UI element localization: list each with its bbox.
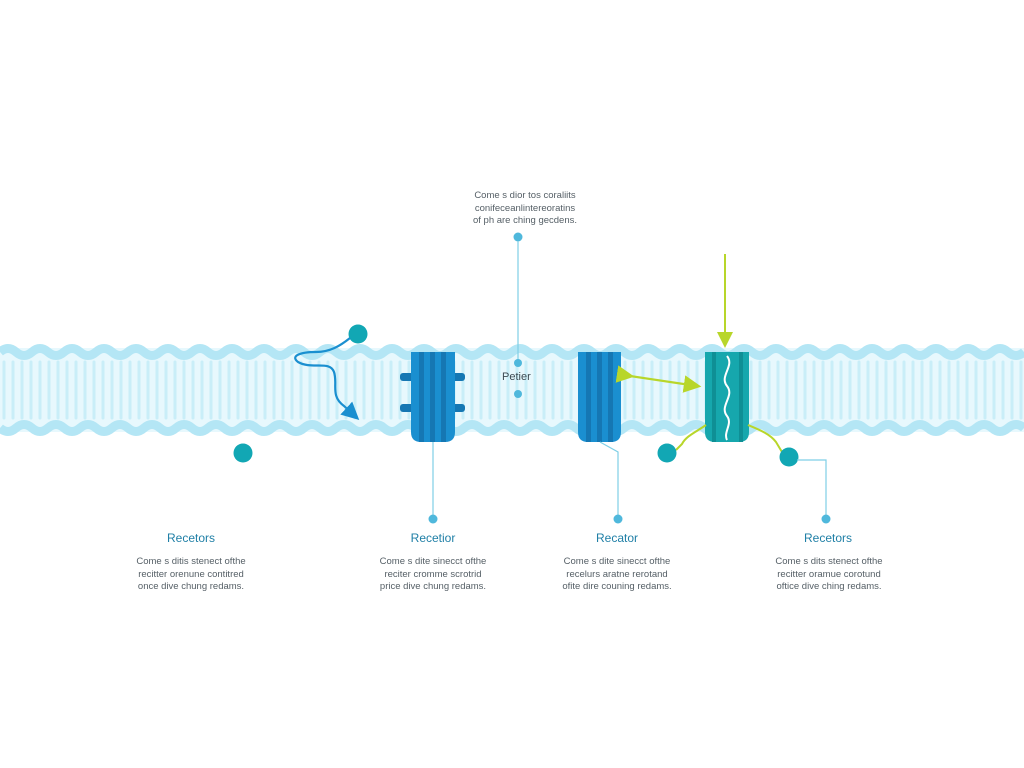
interaction-double-arrow	[615, 365, 702, 393]
receptor-1-knob-bottom-left	[400, 404, 414, 412]
free-ligand-dot	[233, 443, 253, 463]
receptor-1-stripe	[419, 352, 424, 442]
label-3-line: ofite dire couning redams.	[562, 581, 672, 592]
ligand-entry	[294, 324, 368, 420]
top-annotation-line: Come s dior tos coraliits	[474, 190, 576, 201]
label-1-line: Come s ditis stenect ofthe	[136, 556, 246, 567]
label-4-line: recitter oramue corotund	[777, 568, 881, 580]
receptor-2-stripe	[608, 352, 613, 442]
ion-channel	[657, 254, 831, 524]
label-1-line: once dive chung redams.	[137, 581, 245, 592]
top-annotation-line: conifeceanlintereoratins	[474, 202, 576, 214]
label-2-description: Come s dite sinecct ofthe reciter cromme…	[353, 556, 513, 594]
top-annotation-leader	[513, 232, 523, 398]
label-1-title: Recetors	[166, 531, 216, 545]
membrane-outer-edge	[0, 344, 1024, 360]
channel-leader-dot	[821, 514, 831, 524]
label-2-line: reciter cromme scrotrid	[384, 568, 482, 580]
receptor-1	[400, 352, 465, 524]
receptor-1-leader-dot	[428, 514, 438, 524]
center-label: Petier	[502, 371, 531, 383]
leader-dot-mid	[514, 359, 522, 367]
channel-leader	[797, 459, 827, 516]
receptor-2	[578, 352, 623, 524]
receptor-1-stripe	[441, 352, 446, 442]
channel-left-tether	[675, 424, 707, 451]
receptor-2-stripe	[586, 352, 591, 442]
ion-channel-stripe	[739, 352, 743, 442]
label-2-line: Come s dite sinecct ofthe	[379, 556, 487, 567]
label-4-title: Recetors	[803, 531, 853, 545]
receptor-2-stripe	[597, 352, 602, 442]
channel-left-ligand	[657, 443, 677, 463]
membrane-band	[0, 348, 1024, 432]
top-annotation-line: of ph are ching gecdens.	[472, 215, 578, 226]
label-4-line: Come s dits stenect ofthe	[775, 556, 883, 567]
label-2-line: price dive chung redams.	[379, 581, 487, 592]
ion-channel-stripe	[712, 352, 716, 442]
label-4-description: Come s dits stenect ofthe recitter oramu…	[749, 556, 909, 594]
label-3-title: Recator	[595, 531, 639, 545]
label-1-description: Come s ditis stenect ofthe recitter oren…	[111, 556, 271, 594]
receptor-1-knob-top-left	[400, 373, 414, 381]
channel-right-tether	[747, 424, 783, 453]
ligand-path-arrow	[294, 337, 360, 420]
label-1-line: recitter orenune contitred	[138, 568, 244, 580]
label-4-line: oftice dive ching redams.	[776, 581, 882, 592]
leader-dot-top	[513, 232, 523, 242]
top-annotation: Come s dior tos coraliits conifeceanlint…	[420, 190, 630, 228]
channel-right-ligand	[779, 447, 799, 467]
leader-dot-low	[514, 390, 522, 398]
cell-membrane	[0, 344, 1024, 436]
ion-channel-pore	[723, 355, 731, 441]
receptor-2-leader	[599, 441, 619, 516]
receptor-2-leader-dot	[613, 514, 623, 524]
label-3-line: recelurs aratne rerotand	[566, 568, 668, 580]
label-3-line: Come s dite sinecct ofthe	[563, 556, 671, 567]
ligand-dot	[348, 324, 368, 344]
label-2-title: Recetior	[410, 531, 456, 545]
receptor-1-stripe	[430, 352, 435, 442]
label-3-description: Come s dite sinecct ofthe recelurs aratn…	[537, 556, 697, 594]
membrane-inner-edge	[0, 420, 1024, 436]
